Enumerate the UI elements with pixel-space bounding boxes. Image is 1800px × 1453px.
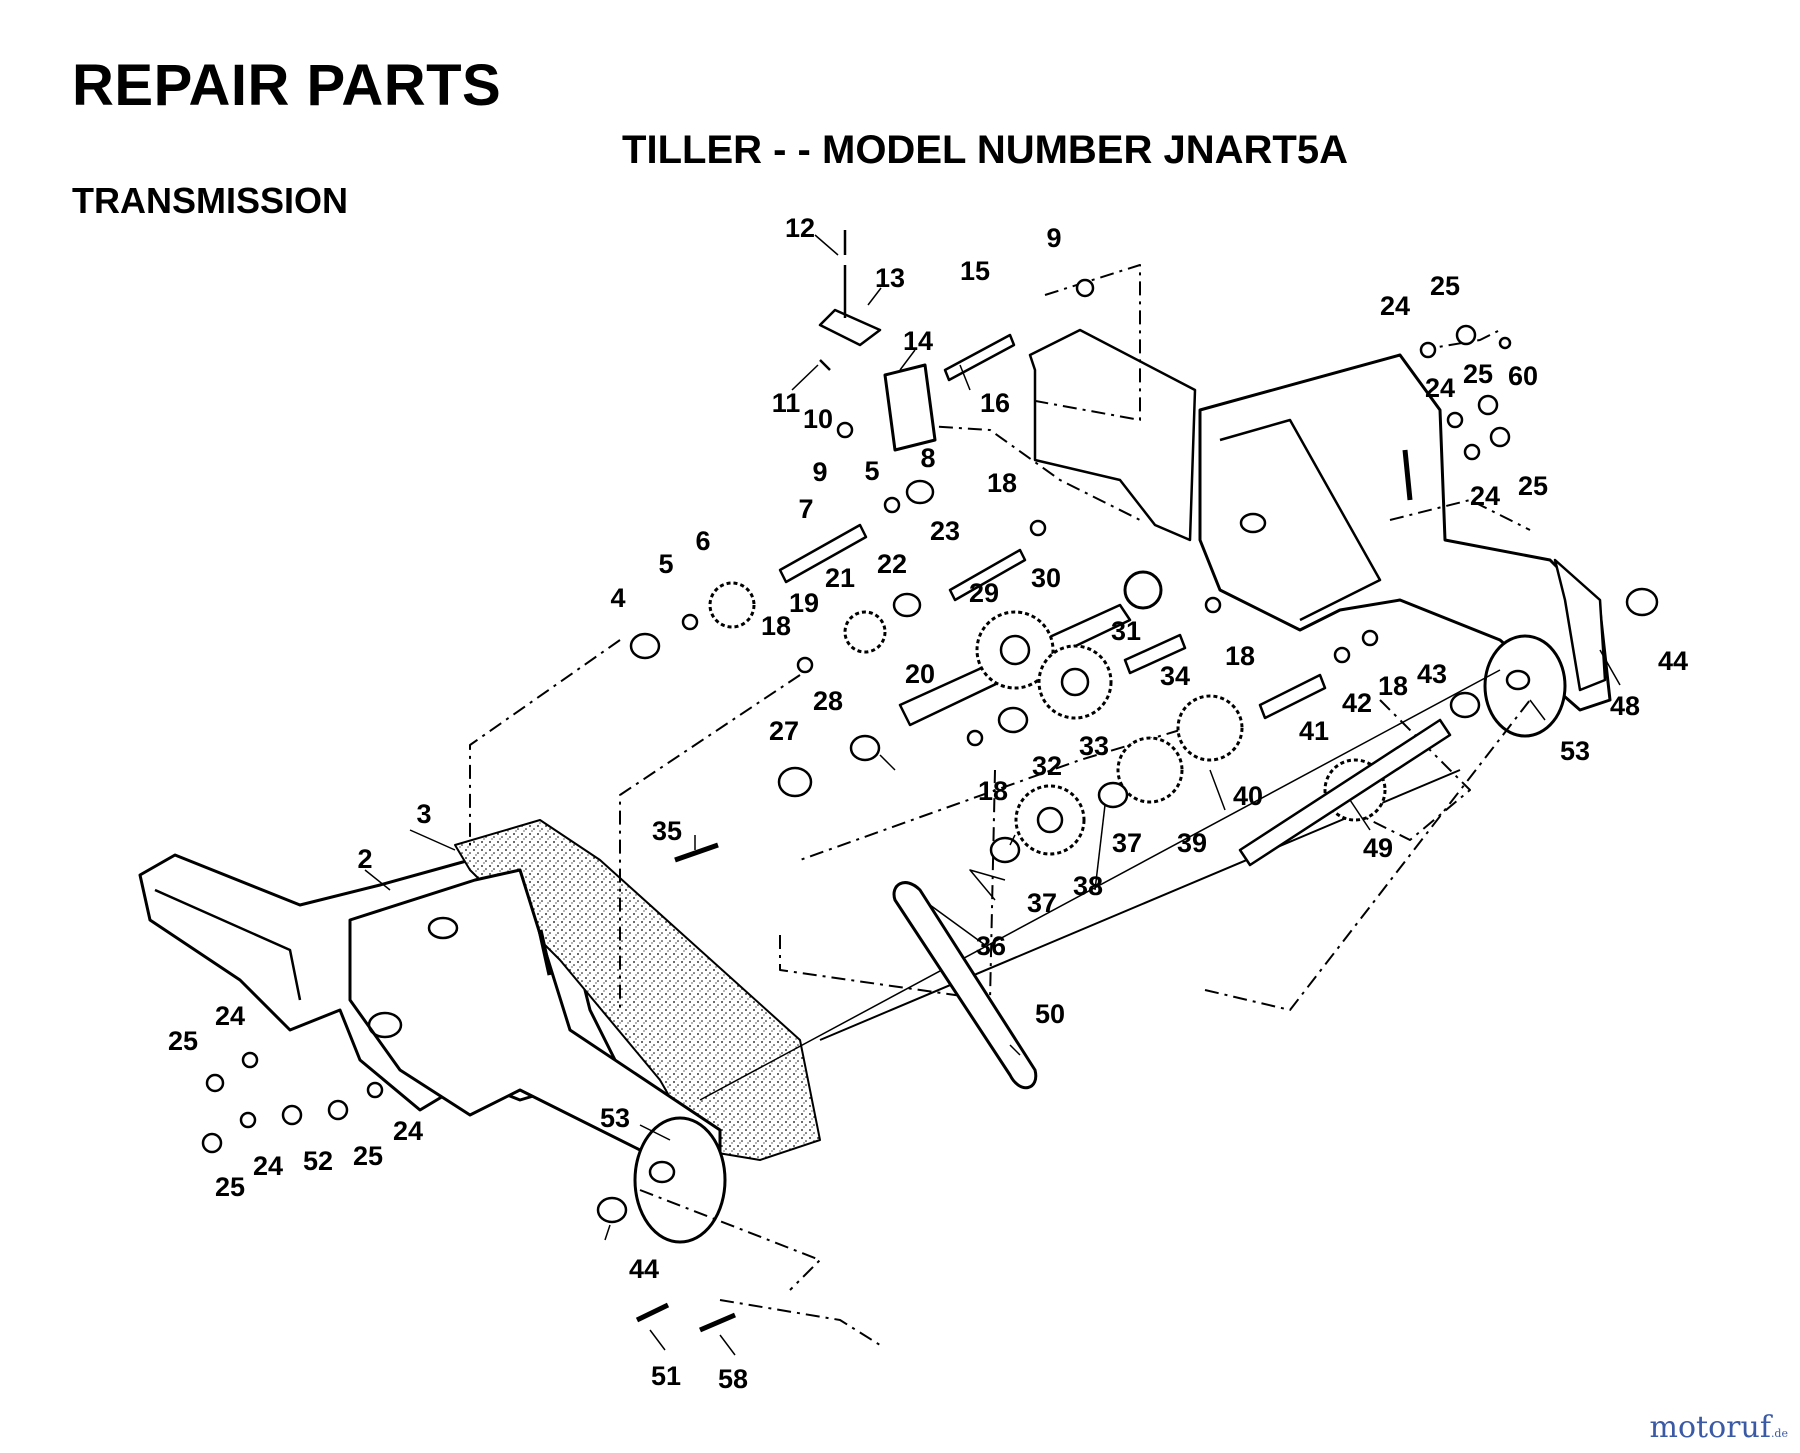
part-label: 2 [357,844,372,874]
part-label: 29 [969,578,999,608]
part-label: 18 [761,611,791,641]
part-label: 33 [1079,731,1109,761]
part-label: 40 [1233,781,1263,811]
part-label: 23 [930,516,960,546]
part-label: 27 [769,716,799,746]
part-label: 49 [1363,833,1393,863]
part-label: 21 [825,563,855,593]
part-label: 25 [1463,359,1493,389]
part-label: 35 [652,816,682,846]
part-label: 18 [1378,671,1408,701]
part-label: 30 [1031,563,1061,593]
part-label: 24 [215,1001,245,1031]
part-label: 52 [303,1146,333,1176]
part-label: 18 [1225,641,1255,671]
part-label: 10 [803,404,833,434]
part-label: 32 [1032,751,1062,781]
part-label: 36 [976,931,1006,961]
part-label: 28 [813,686,843,716]
part-label: 22 [877,549,907,579]
part-label: 7 [798,494,813,524]
part-label: 20 [905,659,935,689]
part-label: 5 [864,456,879,486]
part-label: 9 [812,457,827,487]
watermark-suffix: .de [1770,1427,1788,1440]
part-label: 42 [1342,688,1372,718]
part-label: 38 [1073,871,1103,901]
part-label: 48 [1610,691,1640,721]
part-label: 44 [629,1254,659,1284]
part-label: 6 [695,526,710,556]
part-label: 53 [600,1103,630,1133]
part-label: 44 [1658,646,1688,676]
part-label: 25 [168,1026,198,1056]
part-label: 5 [658,549,673,579]
drive-belt [892,881,1038,1089]
right-housing-top [1028,328,1197,542]
part-label: 18 [987,468,1017,498]
part-label: 4 [610,583,625,613]
left-hub [633,1116,727,1244]
part-label: 51 [651,1361,681,1391]
part-label: 24 [1425,373,1455,403]
part-label: 18 [978,776,1008,806]
part-label: 25 [1518,471,1548,501]
part-label: 43 [1417,659,1447,689]
part-label: 60 [1508,361,1538,391]
part-label: 58 [718,1364,748,1394]
page-title: REPAIR PARTS [72,53,502,118]
watermark-text: motoruf [1649,1410,1771,1445]
part-label: 14 [903,326,933,356]
part-label: 37 [1112,828,1142,858]
part-label: 25 [1430,271,1460,301]
section-heading: TRANSMISSION [72,180,349,221]
part-label: 9 [1046,223,1061,253]
watermark-logo: motoruf.de [1650,1410,1788,1445]
part-label: 41 [1299,716,1329,746]
part-label: 13 [875,263,905,293]
part-label: 31 [1111,616,1141,646]
part-label: 24 [253,1151,283,1181]
part-label: 39 [1177,828,1207,858]
part-label: 24 [1380,291,1410,321]
model-subtitle: TILLER - - MODEL NUMBER JNART5A [622,128,1348,172]
part-label: 24 [393,1116,423,1146]
part-label: 25 [353,1141,383,1171]
part-label: 53 [1560,736,1590,766]
part-label: 37 [1027,888,1057,918]
part-label: 19 [789,588,819,618]
part-label: 50 [1035,999,1065,1029]
part-label: 3 [416,799,431,829]
part-label: 25 [215,1172,245,1202]
part-label: 24 [1470,481,1500,511]
part-label: 16 [980,388,1010,418]
part-label: 12 [785,213,815,243]
part-label: 15 [960,256,990,286]
part-label: 34 [1160,661,1190,691]
part-label: 11 [772,388,801,418]
part-label: 8 [920,443,935,473]
